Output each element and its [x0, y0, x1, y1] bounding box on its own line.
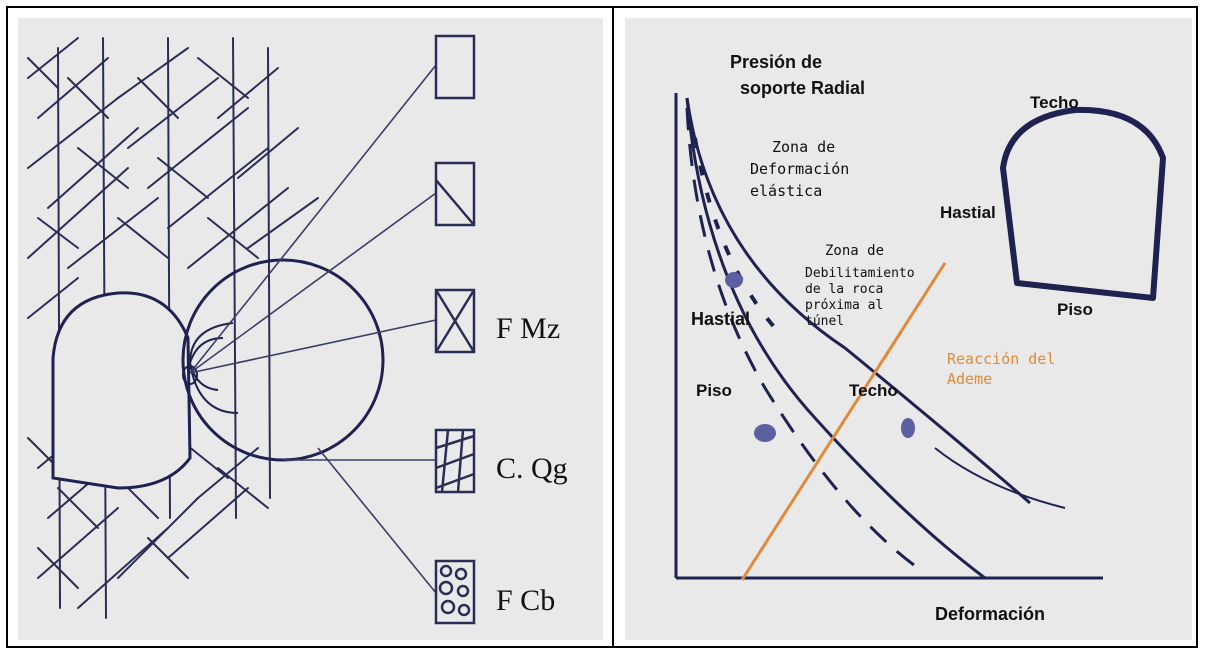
rock-mass-sketch: F Mz C. Qg F Cb — [27, 34, 568, 625]
empty-box-icon — [434, 34, 476, 100]
zone-weak-line2: Debilitamiento — [805, 266, 915, 281]
zone-weak-line1: Zona de — [825, 243, 884, 259]
table-frame — [6, 6, 1198, 648]
techo-tail — [934, 447, 1066, 509]
tunnel-label-hastial: Hastial — [940, 203, 996, 222]
column-divider — [612, 6, 614, 648]
legend-label-f-cb: F Cb — [496, 584, 555, 617]
x-axis-label: Deformación — [935, 604, 1045, 624]
curve-piso — [685, 107, 926, 575]
leader-lines — [189, 64, 437, 594]
support-label-line2: Ademe — [947, 370, 992, 388]
curve-label-hastial: Hastial — [691, 309, 750, 329]
elastic-dash — [693, 137, 777, 330]
ground-reaction-curves — [685, 97, 1066, 580]
support-label-line1: Reacción del — [947, 350, 1055, 368]
zone-elastic-line3: elástica — [750, 182, 822, 200]
curve-markers — [725, 272, 915, 442]
zone-weak-line3: de la roca — [805, 282, 883, 297]
tunnel-outline — [51, 291, 192, 490]
stress-circles — [181, 258, 385, 462]
hatched-box-icon — [434, 428, 476, 494]
zone-elastic-line1: Zona de — [772, 138, 835, 156]
zone-weak-line4: próxima al — [805, 298, 883, 313]
tunnel-cross-section — [1000, 106, 1166, 301]
y-axis-label-line1: Presión de — [730, 52, 822, 72]
support-reaction-dash — [884, 262, 946, 359]
curve-label-piso: Piso — [696, 381, 732, 400]
tunnel-label-piso: Piso — [1057, 300, 1093, 319]
axes — [674, 93, 1103, 580]
zone-elastic-line2: Deformación — [750, 160, 849, 178]
ground-reaction-panel: Presión de soporte Radial Deformación Zo… — [625, 18, 1192, 640]
y-axis-label-line2: soporte Radial — [740, 78, 865, 98]
rock-hatching — [27, 37, 319, 619]
legend-boxes — [434, 34, 476, 625]
rock-mass-sketch-panel: F Mz C. Qg F Cb — [18, 18, 603, 640]
curve-techo — [685, 97, 1031, 505]
tunnel-label-techo: Techo — [1030, 93, 1079, 112]
pebble-box-icon — [434, 559, 476, 625]
legend-label-c-qg: C. Qg — [496, 452, 568, 485]
curve-label-techo: Techo — [849, 381, 898, 400]
legend-label-f-mz: F Mz — [496, 312, 560, 345]
zone-weak-line5: túnel — [805, 314, 844, 329]
diagonal-box-icon — [434, 161, 476, 227]
x-box-icon — [434, 288, 476, 354]
curve-hastial — [685, 97, 986, 580]
ground-reaction-diagram: Presión de soporte Radial Deformación Zo… — [674, 52, 1166, 624]
